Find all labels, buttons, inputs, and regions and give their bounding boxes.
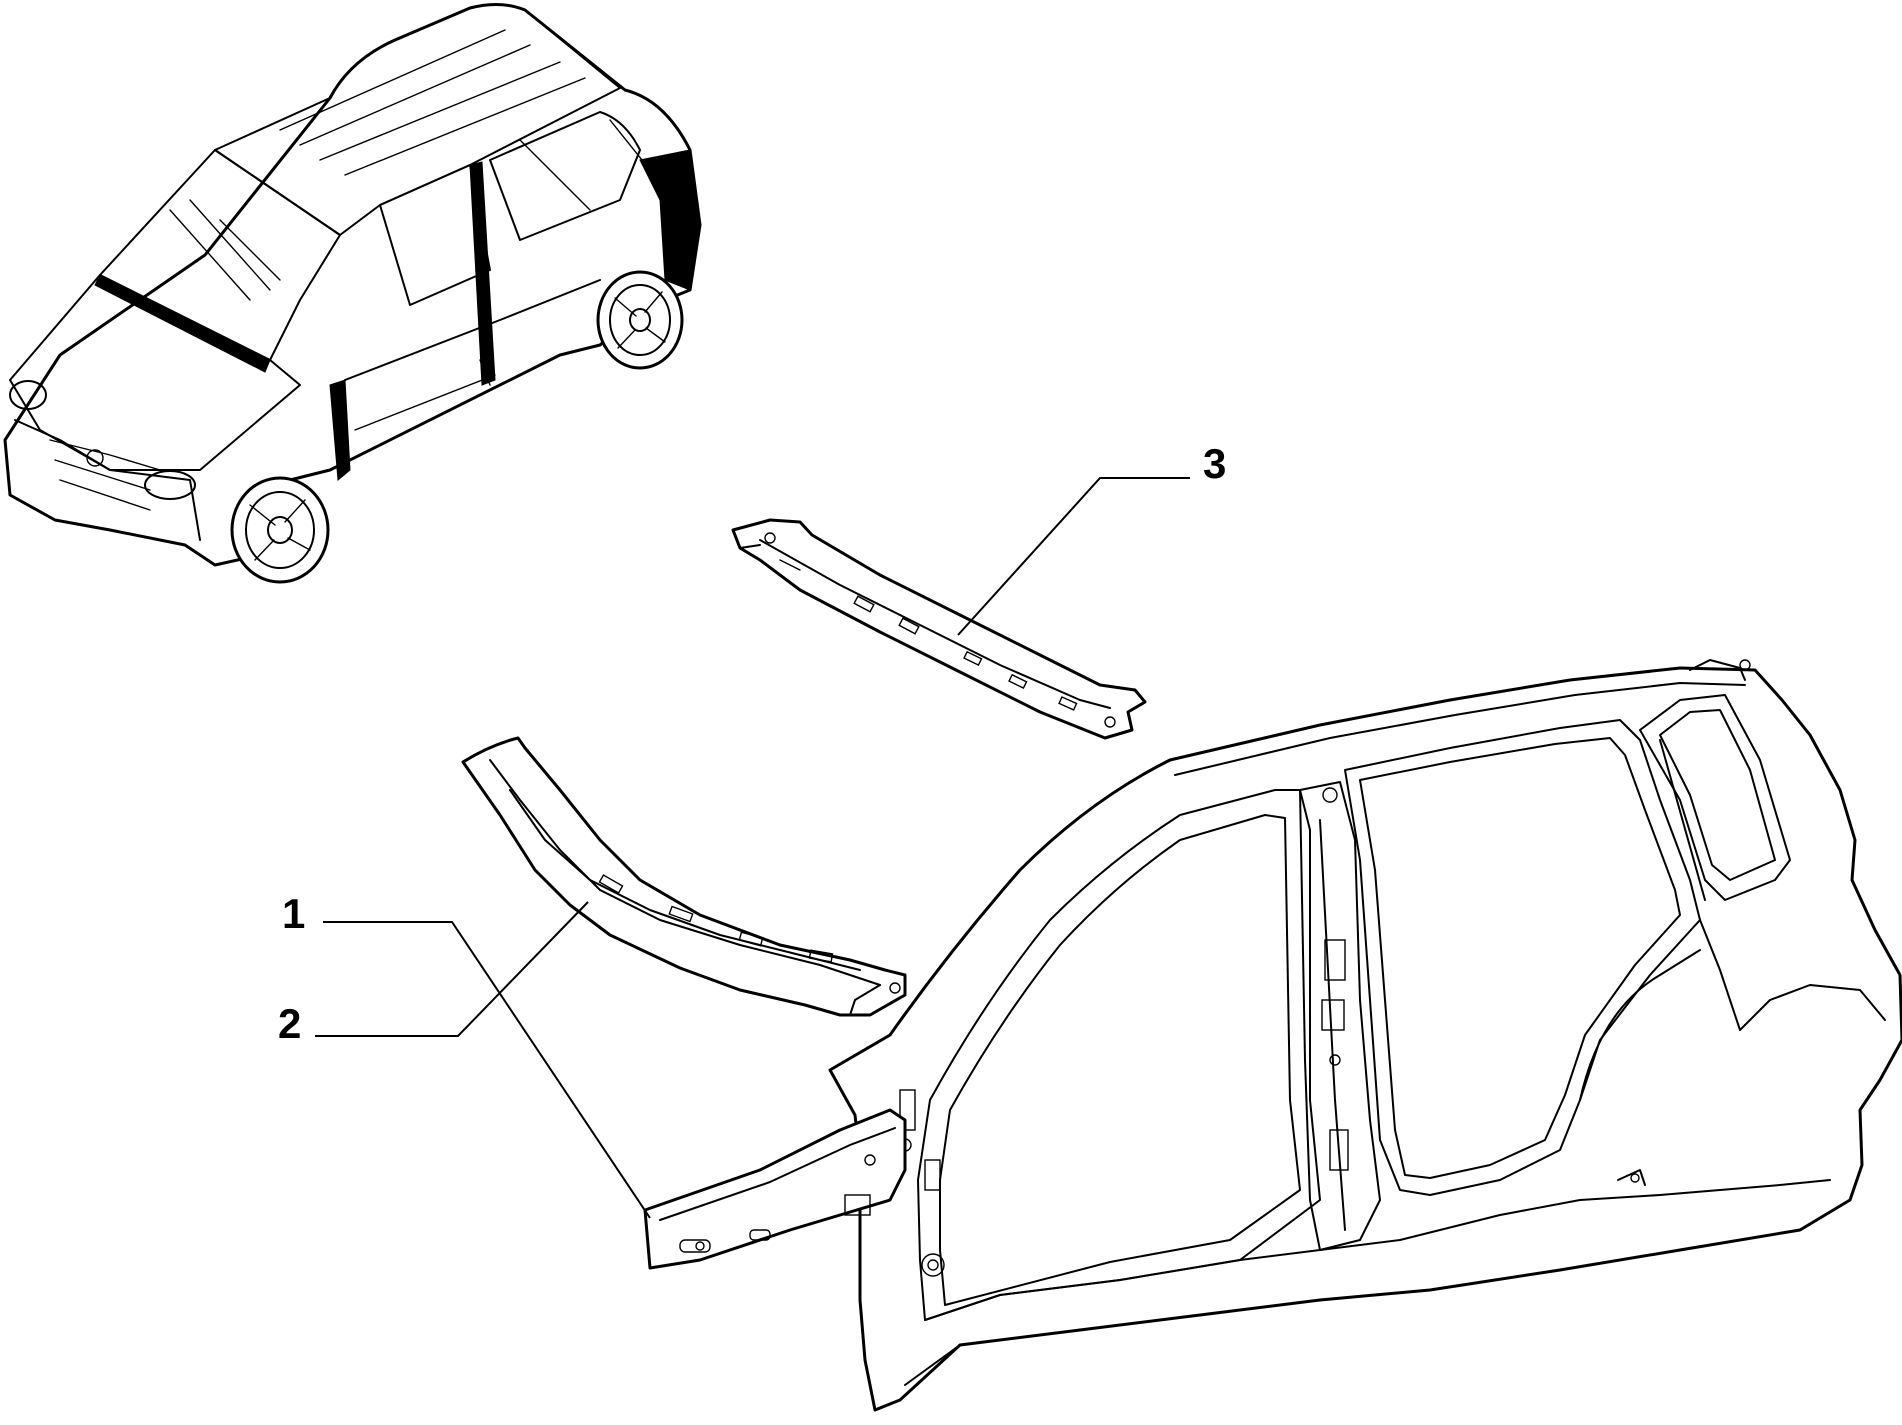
callout-label-1: 1 bbox=[282, 890, 305, 937]
callout-label-3: 3 bbox=[1203, 440, 1226, 487]
vehicle-reference-illustration bbox=[3, 3, 702, 584]
leader-line-3 bbox=[957, 477, 1190, 636]
part-1-body-side-panel bbox=[643, 659, 1902, 1412]
part-3-roof-rail bbox=[731, 518, 1147, 740]
part-2-pillar-reinforcement bbox=[461, 736, 907, 1017]
leader-line-1 bbox=[323, 921, 651, 1219]
callout-3: 3 bbox=[957, 440, 1226, 636]
callout-1: 1 bbox=[282, 890, 651, 1219]
callout-label-2: 2 bbox=[278, 1000, 301, 1047]
leader-line-2 bbox=[315, 901, 589, 1037]
callout-2: 2 bbox=[278, 901, 589, 1047]
